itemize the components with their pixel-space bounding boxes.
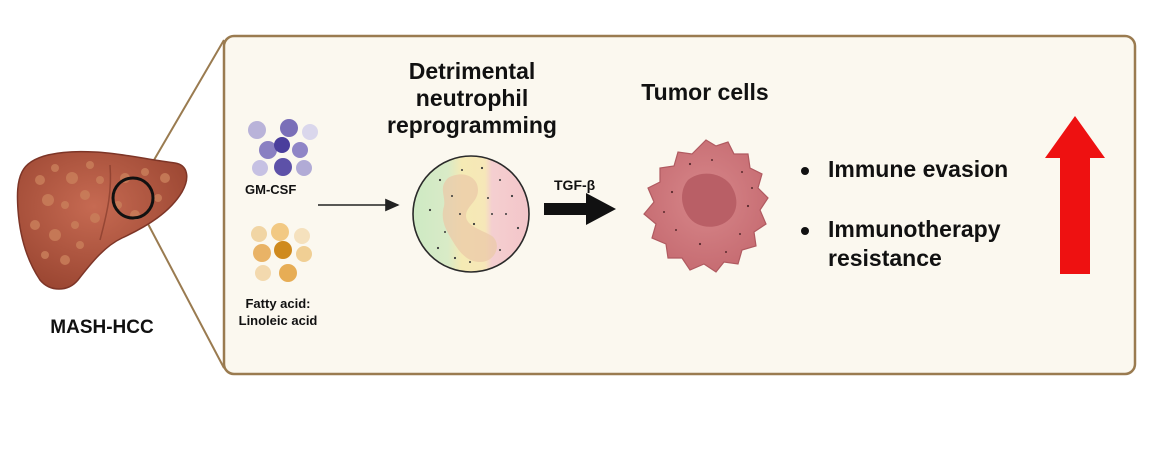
liver-icon bbox=[16, 150, 188, 290]
neutrophil-title-line2: neutrophil bbox=[415, 84, 529, 111]
fatty-acid-molecules-icon bbox=[251, 223, 312, 282]
zoom-connector-bottom bbox=[146, 221, 225, 369]
neutrophil-title-line1: Detrimental bbox=[408, 58, 536, 84]
fatty-acid-label-line2: Linoleic acid bbox=[238, 312, 318, 328]
zoom-connector-top bbox=[146, 39, 225, 173]
zoom-region-marker bbox=[111, 176, 155, 220]
neutrophil-title-line3: reprogramming bbox=[387, 111, 557, 138]
neutrophil-title: Detrimental neutrophil reprogramming bbox=[372, 58, 572, 139]
outcome-item2-line2: resistance bbox=[828, 244, 942, 271]
organ-label: MASH-HCC bbox=[50, 317, 154, 338]
bullet-dot-1 bbox=[801, 167, 809, 175]
tumor-cell-icon bbox=[643, 139, 769, 273]
tgf-beta-label: TGF-β bbox=[554, 177, 596, 193]
tumor-cells-label: Tumor cells bbox=[641, 79, 769, 105]
tgf-beta-arrow bbox=[544, 193, 616, 225]
fatty-acid-label: Fatty acid: Linoleic acid bbox=[228, 296, 328, 330]
gm-csf-label: GM-CSF bbox=[245, 182, 297, 197]
fatty-acid-label-line1: Fatty acid: bbox=[245, 296, 311, 311]
gm-csf-molecules-icon bbox=[248, 119, 318, 176]
outcome-immunotherapy-resistance: Immunotherapy resistance bbox=[828, 215, 1001, 273]
outcome-item2-line1: Immunotherapy bbox=[828, 216, 1001, 242]
red-up-arrow-icon bbox=[1045, 116, 1105, 274]
bullet-dot-2 bbox=[801, 227, 809, 235]
neutrophil-cell-icon bbox=[412, 155, 530, 273]
outcome-immune-evasion: Immune evasion bbox=[828, 156, 1009, 182]
